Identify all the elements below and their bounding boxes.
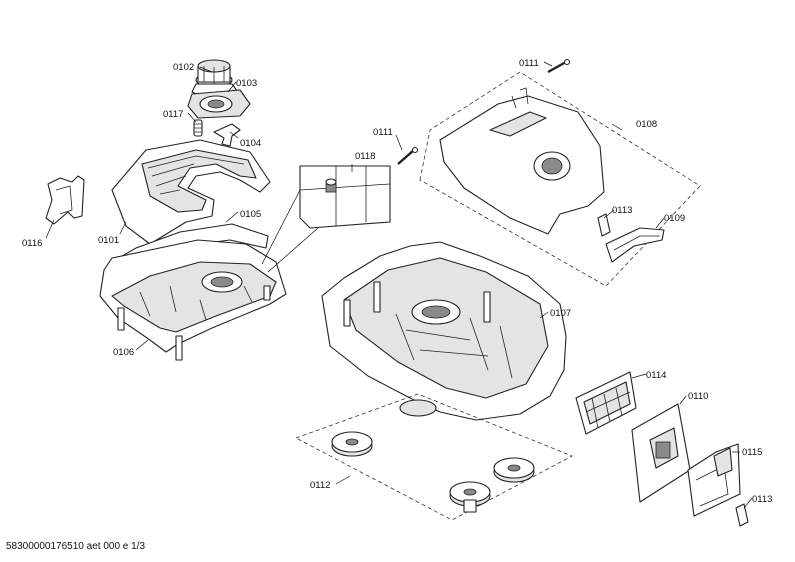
label-0111-lower: 0111 <box>373 127 393 138</box>
label-0106: 0106 <box>113 347 134 358</box>
label-0110: 0110 <box>688 391 708 402</box>
label-0102: 0102 <box>173 62 194 73</box>
wheel-part-2 <box>493 457 535 483</box>
spring-part <box>193 119 203 137</box>
filter-cover-part <box>111 139 271 245</box>
label-0118: 0118 <box>355 151 375 162</box>
label-0113-lower: 0113 <box>752 494 772 505</box>
label-0104: 0104 <box>240 138 261 149</box>
leader-lines <box>45 61 753 509</box>
filter-frame-part <box>575 371 637 435</box>
motor-bracket-part <box>213 123 241 147</box>
label-0111-upper: 0111 <box>519 58 539 69</box>
carry-handle-part <box>45 175 85 225</box>
label-0107: 0107 <box>550 308 571 319</box>
document-footer-code: 58300000176510 aet 000 e 1/3 <box>6 541 146 552</box>
grip-part <box>605 227 665 263</box>
label-0105: 0105 <box>240 209 261 220</box>
upper-housing-part <box>99 239 287 361</box>
label-0108: 0108 <box>636 119 657 130</box>
clip-part-lower <box>735 503 749 527</box>
wheel-part-1 <box>331 431 373 457</box>
label-0116: 0116 <box>22 238 42 249</box>
label-0117: 0117 <box>163 109 183 120</box>
base-housing-part <box>321 241 567 421</box>
clip-part-upper <box>597 213 611 237</box>
screw-part-lower <box>397 146 419 165</box>
motor-gasket-part <box>187 89 251 119</box>
screw-part-upper <box>547 58 571 74</box>
label-0114: 0114 <box>646 370 666 381</box>
label-0113-upper: 0113 <box>612 205 632 216</box>
dust-bag-part <box>631 403 691 503</box>
label-0101: 0101 <box>98 235 119 246</box>
label-0112: 0112 <box>310 480 330 491</box>
wheel-part-3 <box>449 481 491 513</box>
bag-holder-part <box>687 443 741 517</box>
label-0115: 0115 <box>742 447 762 458</box>
detail-inset-box <box>261 165 391 273</box>
label-0103: 0103 <box>236 78 257 89</box>
wheels-group <box>295 393 573 521</box>
label-0109: 0109 <box>664 213 685 224</box>
top-cover-part <box>419 71 701 287</box>
